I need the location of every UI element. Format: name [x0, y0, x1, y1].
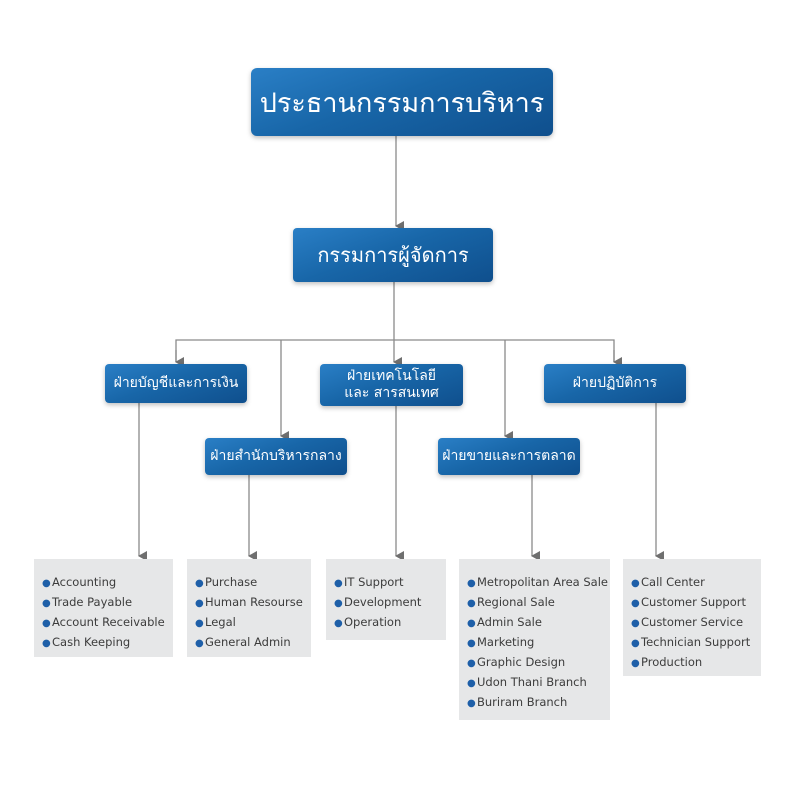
list-item: ●Trade Payable	[42, 593, 167, 613]
bullet-icon: ●	[334, 598, 343, 609]
list-item: ●Metropolitan Area Sale	[467, 573, 608, 593]
dept-label: ฝ่ายขายและการตลาด	[442, 448, 576, 464]
bullet-icon: ●	[631, 618, 640, 629]
list-box-it: ●IT Support ●Development ●Operation	[326, 559, 446, 640]
list-item: ●Operation	[334, 613, 440, 633]
managing-director-node: กรรมการผู้จัดการ	[293, 228, 493, 282]
bullet-icon: ●	[467, 638, 476, 649]
list-box-operations: ●Call Center ●Customer Support ●Customer…	[623, 559, 761, 676]
dept-label: ฝ่ายบัญชีและการเงิน	[113, 375, 239, 391]
list-item: ●Regional Sale	[467, 593, 604, 613]
bullet-icon: ●	[195, 578, 204, 589]
list-item: ●Marketing	[467, 633, 604, 653]
bullet-icon: ●	[195, 598, 204, 609]
list-item: ●Admin Sale	[467, 613, 604, 633]
bullet-icon: ●	[631, 658, 640, 669]
list-item: ●Customer Support	[631, 593, 755, 613]
bullet-icon: ●	[195, 638, 204, 649]
dept-node-admin: ฝ่ายสำนักบริหารกลาง	[205, 438, 347, 475]
list-item: ●Udon Thani Branch	[467, 673, 604, 693]
bullet-icon: ●	[467, 598, 476, 609]
chairman-label: ประธานกรรมการบริหาร	[259, 87, 545, 119]
bullet-icon: ●	[467, 698, 476, 709]
list-item: ●Production	[631, 653, 755, 673]
dept-label: ฝ่ายปฏิบัติการ	[572, 375, 658, 391]
list-item: ●General Admin	[195, 633, 305, 653]
bullet-icon: ●	[467, 678, 476, 689]
dept-node-sales: ฝ่ายขายและการตลาด	[438, 438, 580, 475]
list-item: ●Accounting	[42, 573, 167, 593]
bullet-icon: ●	[467, 578, 476, 589]
bullet-icon: ●	[42, 578, 51, 589]
list-item: ●Call Center	[631, 573, 755, 593]
bullet-icon: ●	[631, 598, 640, 609]
dept-label: ฝ่ายสำนักบริหารกลาง	[210, 448, 342, 464]
list-item: ●Purchase	[195, 573, 305, 593]
list-item: ●Buriram Branch	[467, 693, 604, 713]
list-item: ●Graphic Design	[467, 653, 604, 673]
list-box-sales: ●Metropolitan Area Sale ●Regional Sale ●…	[459, 559, 610, 720]
list-item: ●Technician Support	[631, 633, 755, 653]
list-item: ●Development	[334, 593, 440, 613]
list-box-admin: ●Purchase ●Human Resourse ●Legal ●Genera…	[187, 559, 311, 657]
bullet-icon: ●	[42, 638, 51, 649]
chairman-node: ประธานกรรมการบริหาร	[251, 68, 553, 136]
list-item: ●Legal	[195, 613, 305, 633]
bullet-icon: ●	[631, 578, 640, 589]
list-item: ●IT Support	[334, 573, 440, 593]
dept-node-it: ฝ่ายเทคโนโลยีและ สารสนเทศ	[320, 364, 463, 406]
list-item: ●Account Receivable	[42, 613, 167, 633]
dept-label: ฝ่ายเทคโนโลยีและ สารสนเทศ	[344, 368, 439, 401]
list-box-accounting: ●Accounting ●Trade Payable ●Account Rece…	[34, 559, 173, 657]
managing-director-label: กรรมการผู้จัดการ	[317, 243, 469, 267]
list-item: ●Customer Service	[631, 613, 755, 633]
list-item: ●Human Resourse	[195, 593, 305, 613]
connector-bus	[175, 339, 615, 362]
list-item: ●Cash Keeping	[42, 633, 167, 653]
bullet-icon: ●	[334, 618, 343, 629]
bullet-icon: ●	[467, 618, 476, 629]
bullet-icon: ●	[334, 578, 343, 589]
bullet-icon: ●	[195, 618, 204, 629]
bullet-icon: ●	[631, 638, 640, 649]
bullet-icon: ●	[42, 598, 51, 609]
dept-node-accounting: ฝ่ายบัญชีและการเงิน	[105, 364, 247, 403]
dept-node-operations: ฝ่ายปฏิบัติการ	[544, 364, 686, 403]
bullet-icon: ●	[467, 658, 476, 669]
bullet-icon: ●	[42, 618, 51, 629]
